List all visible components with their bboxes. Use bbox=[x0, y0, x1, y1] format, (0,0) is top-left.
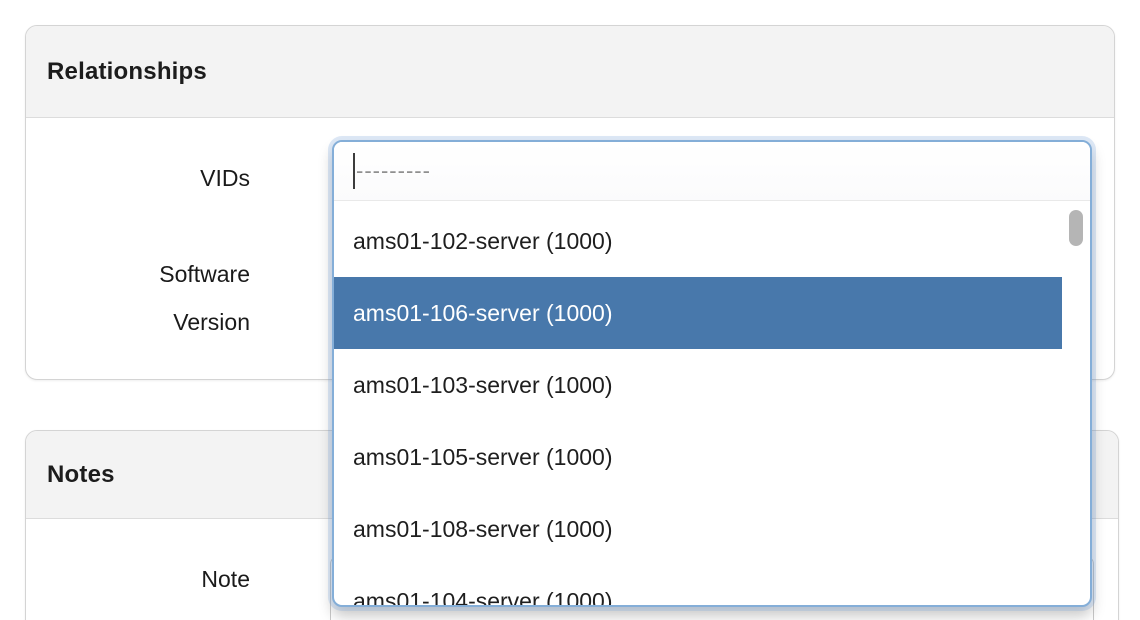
software-version-field-label: Software Version bbox=[159, 261, 250, 335]
option-ams01-103-server[interactable]: ams01-103-server (1000) bbox=[353, 371, 613, 398]
option-ams01-102-server[interactable]: ams01-102-server (1000) bbox=[353, 227, 613, 254]
vids-field-label: VIDs bbox=[200, 165, 250, 191]
text-cursor bbox=[353, 153, 355, 189]
option-ams01-106-server-highlighted[interactable]: ams01-106-server (1000) bbox=[334, 277, 1062, 349]
relationships-panel-title: Relationships bbox=[47, 57, 207, 85]
vids-search-input[interactable]: --------- bbox=[334, 142, 1090, 201]
vids-options-list: ams01-102-server (1000) ams01-106-server… bbox=[334, 202, 1062, 605]
option-ams01-108-server[interactable]: ams01-108-server (1000) bbox=[353, 515, 613, 542]
vids-search-placeholder: --------- bbox=[356, 158, 431, 183]
dropdown-scrollbar-thumb[interactable] bbox=[1069, 210, 1083, 246]
option-ams01-105-server[interactable]: ams01-105-server (1000) bbox=[353, 443, 613, 470]
option-ams01-104-server[interactable]: ams01-104-server (1000) bbox=[353, 587, 613, 606]
note-field-label: Note bbox=[201, 566, 250, 592]
relationships-panel-header: Relationships bbox=[26, 26, 1114, 118]
notes-panel-title: Notes bbox=[47, 460, 115, 488]
vids-select-dropdown: --------- ams01-102-server (1000) ams01-… bbox=[332, 140, 1092, 607]
